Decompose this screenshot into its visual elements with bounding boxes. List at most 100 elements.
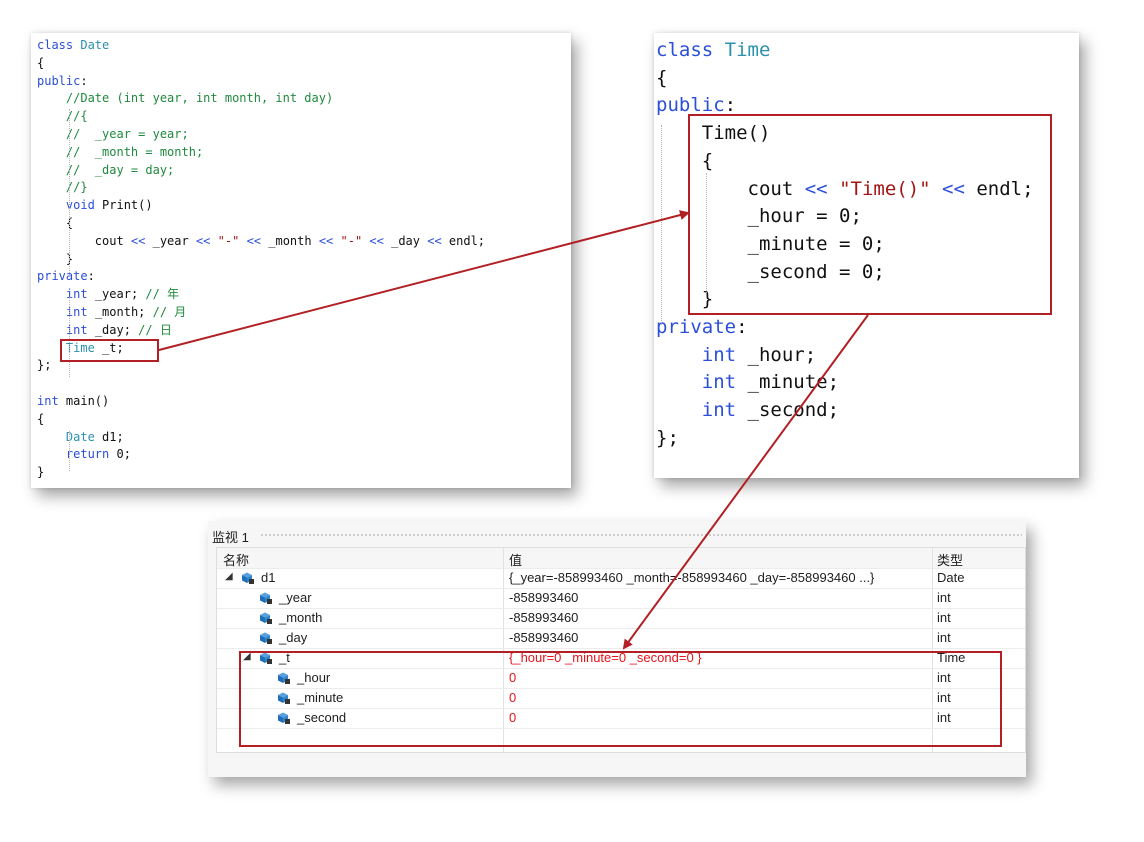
code-token [239,234,246,248]
code-token: private [656,316,737,338]
code-token: d1; [94,429,124,444]
watch-value[interactable]: -858993460 [509,590,579,605]
code-line[interactable]: } [37,464,44,482]
watch-value[interactable]: -858993460 [509,610,579,625]
column-header-value[interactable]: 值 [509,553,523,568]
code-line[interactable]: Date d1; [37,429,124,447]
code-line[interactable]: int main() [37,393,109,411]
code-line[interactable]: cout << "Time()" << endl; [656,176,1034,204]
code-line[interactable]: void Print() [37,197,153,215]
code-line[interactable]: _second = 0; [656,259,885,287]
code-line[interactable]: Time _t; [37,340,124,358]
code-line[interactable]: cout << _year << "-" << _month << "-" <<… [37,233,485,251]
code-line[interactable]: class Date [37,37,109,55]
watch-row[interactable]: ◢ d1 {_year=-858993460 _month=-858993460 _… [217,568,1025,589]
code-token: { [37,216,74,230]
code-token: // 月 [152,305,187,319]
code-line[interactable]: { [37,411,44,429]
date-code-panel: class Date{public: //Date (int year, int… [31,33,571,488]
code-token: _second = 0; [656,260,885,283]
code-line[interactable]: { [656,65,667,93]
code-line[interactable]: int _year; // 年 [37,286,179,304]
code-token: "-" [217,233,240,248]
code-line[interactable]: int _day; // 日 [37,322,172,340]
code-line[interactable]: { [37,215,73,233]
code-token [37,287,66,301]
column-divider[interactable] [503,548,504,752]
watch-type: int [937,630,951,645]
code-token: Time [724,39,771,61]
code-line[interactable]: }; [656,425,679,453]
indent-guide [706,173,707,293]
expand-triangle-icon[interactable]: ◢ [225,571,233,582]
code-line[interactable]: return 0; [37,446,131,464]
code-line[interactable]: // _day = day; [37,162,174,180]
watch-row[interactable]: ◢_t{_hour=0 _minute=0 _second=0 }Time [217,648,1025,669]
code-token: //} [37,180,88,195]
code-line[interactable]: int _hour; [656,342,816,370]
code-line[interactable]: //Date (int year, int month, int day) [37,90,333,108]
code-line[interactable]: private: [37,268,95,286]
code-token: public [37,73,81,88]
watch-name: _minute [297,690,344,705]
code-line[interactable]: Time() [656,120,771,148]
code-line[interactable]: public: [37,73,88,91]
code-line[interactable]: private: [656,314,748,342]
code-token: << [369,233,384,248]
code-token: "-" [340,233,363,248]
code-token [37,447,66,461]
code-token: _minute = 0; [656,232,885,255]
code-line[interactable]: //} [37,179,88,197]
code-line[interactable]: _minute = 0; [656,231,885,259]
code-line[interactable]: }; [37,357,51,375]
code-token: _second; [736,399,840,422]
code-line[interactable]: { [37,55,44,73]
code-line[interactable]: // _month = month; [37,144,203,162]
code-line[interactable]: } [37,251,73,269]
expand-triangle-icon[interactable]: ◢ [243,651,251,662]
code-token: cout [656,177,805,200]
watch-name: d1 [261,570,276,585]
code-line[interactable]: _hour = 0; [656,203,862,231]
watch-name: _hour [297,670,331,685]
code-token: _year; [87,287,146,302]
code-line[interactable]: } [656,286,713,314]
code-line[interactable]: int _second; [656,397,839,425]
code-line[interactable]: int _month; // 月 [37,304,186,322]
watch-row[interactable]: _day -858993460 int [217,628,1025,649]
watch-value[interactable]: {_hour=0 _minute=0 _second=0 } [509,650,702,665]
column-header-name[interactable]: 名称 [223,553,250,568]
watch-row[interactable]: _hour 0 int [217,668,1025,689]
code-line[interactable]: class Time [656,37,770,65]
watch-title-grip[interactable] [260,533,1022,537]
member-t-highlight [60,339,159,362]
watch-value[interactable]: 0 [509,710,517,725]
code-token: class [37,38,81,52]
code-line[interactable]: { [656,148,713,176]
watch-value[interactable]: -858993460 [509,630,579,645]
code-token: //{ [37,109,88,124]
code-line[interactable]: //{ [37,108,88,126]
code-line[interactable]: // _year = year; [37,126,189,144]
code-line[interactable]: public: [656,92,736,120]
watch-value[interactable]: 0 [509,690,517,705]
code-token: << [427,233,442,248]
code-token: { [37,411,45,426]
watch-title: 监视 1 [212,530,249,545]
watch-type: int [937,670,951,685]
watch-value[interactable]: 0 [509,670,517,685]
watch-name: _day [279,630,308,645]
column-divider[interactable] [932,548,933,752]
watch-type: int [937,590,951,605]
watch-value[interactable]: {_year=-858993460 _month=-858993460 _day… [509,570,875,585]
code-token: //Date (int year, int month, int day) [37,91,334,106]
column-header-type[interactable]: 类型 [937,553,964,568]
code-token: cout [37,233,131,248]
code-token [656,371,702,393]
code-line[interactable]: int _minute; [656,369,839,397]
watch-name: _second [297,710,347,725]
